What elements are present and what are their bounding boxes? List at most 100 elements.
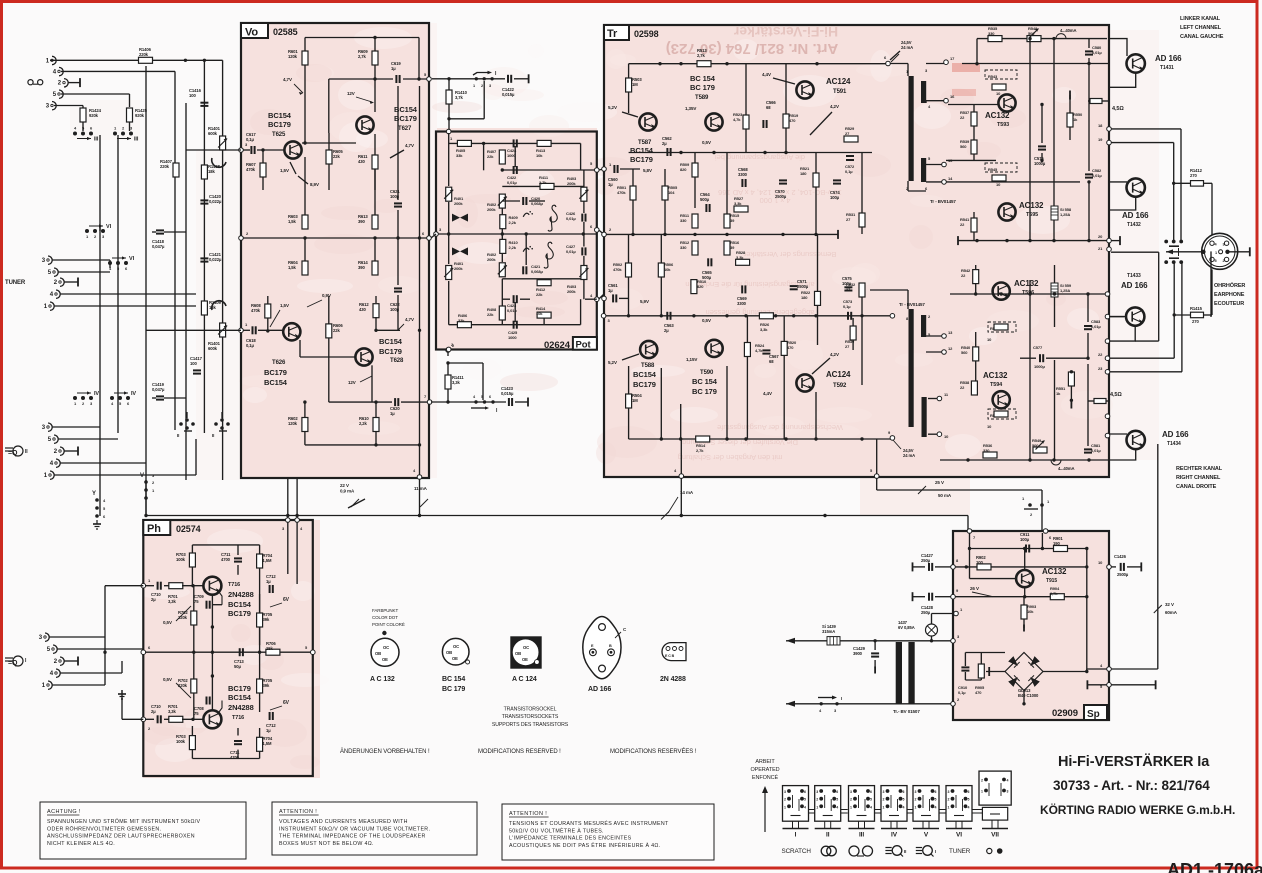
svg-text:5: 5	[305, 645, 308, 650]
svg-text:4: 4	[1100, 663, 1103, 668]
svg-text:R523: R523	[733, 112, 743, 117]
svg-text:BC154: BC154	[394, 105, 418, 114]
svg-text:R524: R524	[755, 343, 765, 348]
svg-text:2: 2	[784, 798, 786, 802]
svg-text:C567: C567	[769, 354, 779, 359]
svg-text:AD 166: AD 166	[1162, 430, 1189, 439]
svg-text:C1427: C1427	[921, 553, 934, 558]
svg-text:100µ: 100µ	[1020, 537, 1030, 542]
svg-text:R403: R403	[567, 284, 577, 289]
svg-text:BC179: BC179	[264, 368, 287, 377]
svg-text:6: 6	[903, 790, 905, 794]
svg-text:470k: 470k	[613, 267, 622, 272]
svg-text:02598: 02598	[634, 29, 659, 39]
svg-text:R704: R704	[263, 553, 273, 558]
svg-text:2: 2	[246, 231, 249, 236]
svg-text:II: II	[212, 433, 214, 438]
svg-text:470k: 470k	[251, 308, 261, 313]
svg-text:BC179: BC179	[268, 120, 291, 129]
svg-text:3: 3	[90, 401, 93, 406]
svg-text:1,5M: 1,5M	[263, 741, 273, 746]
svg-text:BC154: BC154	[228, 600, 252, 609]
svg-text:4: 4	[1007, 779, 1009, 783]
svg-text:4: 4	[50, 461, 54, 467]
svg-text:T626: T626	[272, 360, 286, 366]
svg-text:75: 75	[194, 599, 199, 604]
svg-text:1,5V: 1,5V	[280, 303, 289, 308]
svg-text:T591: T591	[833, 89, 847, 95]
svg-text:ANSCHLUSSIMPEDANZ DER LAUTSP: ANSCHLUSSIMPEDANZ DER LAUTSPRECHERBOXEN	[47, 834, 195, 840]
svg-text:BC179: BC179	[228, 609, 251, 618]
svg-text:VOLTAGES AND CURRENTS MEASU: VOLTAGES AND CURRENTS MEASURED WITH	[279, 819, 408, 825]
svg-text:104: 104	[668, 190, 675, 195]
svg-text:430: 430	[359, 307, 366, 312]
svg-text:R602: R602	[288, 416, 298, 421]
svg-text:RIGHT CHANNEL: RIGHT CHANNEL	[1176, 475, 1221, 481]
svg-text:T716: T716	[228, 582, 240, 588]
svg-text:4: 4	[590, 293, 593, 298]
svg-text:1: 1	[44, 304, 48, 310]
svg-text:6: 6	[836, 790, 838, 794]
svg-text:CANAL GAUCHE: CANAL GAUCHE	[1180, 34, 1224, 40]
svg-text:1k: 1k	[1056, 391, 1061, 396]
svg-text:LEFT CHANNEL: LEFT CHANNEL	[1180, 25, 1222, 31]
svg-text:R705: R705	[263, 678, 273, 683]
svg-text:BC154: BC154	[630, 146, 654, 155]
svg-text:4: 4	[1215, 243, 1218, 247]
svg-text:27: 27	[846, 287, 851, 292]
svg-text:10 v-BC-104, 2 x AC 124, 4 x A: 10 v-BC-104, 2 x AC 124, 4 x AD 166	[718, 188, 842, 197]
svg-text:BC179: BC179	[394, 114, 417, 123]
svg-text:0,9 mA: 0,9 mA	[340, 488, 355, 493]
svg-text:Sp: Sp	[1087, 709, 1100, 720]
svg-text:R1411: R1411	[452, 375, 464, 380]
svg-text:23: 23	[1098, 366, 1103, 371]
svg-text:R509: R509	[680, 162, 690, 167]
svg-text:I: I	[25, 658, 27, 664]
svg-text:R550: R550	[1073, 112, 1083, 117]
svg-text:250µ: 250µ	[921, 558, 931, 563]
svg-text:VII: VII	[991, 832, 999, 839]
svg-text:I: I	[935, 849, 936, 854]
svg-text:R414: R414	[536, 306, 546, 311]
svg-text:6: 6	[127, 401, 130, 406]
svg-text:3: 3	[282, 526, 285, 531]
svg-text:10k: 10k	[1027, 609, 1034, 614]
svg-text:MODIFICATIONS RESERVED !: MODIFICATIONS RESERVED !	[478, 749, 561, 755]
svg-text:T592: T592	[833, 383, 847, 389]
svg-text:R408: R408	[487, 307, 497, 312]
svg-text:4...40mA: 4...40mA	[1060, 28, 1077, 33]
svg-text:180: 180	[801, 295, 808, 300]
svg-text:27: 27	[845, 131, 850, 136]
svg-text:AD 166: AD 166	[1121, 281, 1148, 290]
svg-text:32 V: 32 V	[1165, 602, 1174, 607]
svg-text:30733 - Art. - Nr.: 821/764: 30733 - Art. - Nr.: 821/764	[1053, 778, 1210, 793]
svg-text:R535: R535	[988, 26, 998, 31]
svg-text:33k: 33k	[456, 153, 463, 158]
svg-text:2µ: 2µ	[151, 709, 156, 714]
svg-text:2: 2	[915, 798, 917, 802]
svg-text:C583: C583	[1091, 319, 1101, 324]
svg-text:C709: C709	[194, 594, 204, 599]
svg-text:5: 5	[48, 270, 52, 276]
svg-text:C1428: C1428	[921, 605, 934, 610]
svg-text:C1421: C1421	[209, 252, 222, 257]
svg-text:5: 5	[928, 332, 931, 337]
svg-text:C: C	[623, 627, 627, 632]
svg-text:7: 7	[424, 394, 427, 399]
svg-text:R605: R605	[333, 149, 343, 154]
svg-text:27: 27	[846, 217, 851, 222]
svg-text:C617: C617	[246, 132, 256, 137]
svg-text:R410: R410	[509, 240, 519, 245]
svg-text:18: 18	[1098, 123, 1103, 128]
svg-text:C712: C712	[266, 574, 276, 579]
svg-text:2: 2	[54, 659, 58, 665]
svg-text:R401: R401	[454, 261, 464, 266]
svg-text:470: 470	[789, 118, 796, 123]
svg-text:C710: C710	[151, 704, 161, 709]
svg-text:OHRHÖRER: OHRHÖRER	[1214, 282, 1245, 289]
svg-text:39k: 39k	[263, 617, 270, 622]
svg-text:ATTENTION !: ATTENTION !	[509, 811, 547, 817]
svg-text:C420: C420	[531, 196, 541, 201]
svg-text:11 mA: 11 mA	[414, 486, 428, 491]
svg-text:1: 1	[473, 84, 475, 88]
